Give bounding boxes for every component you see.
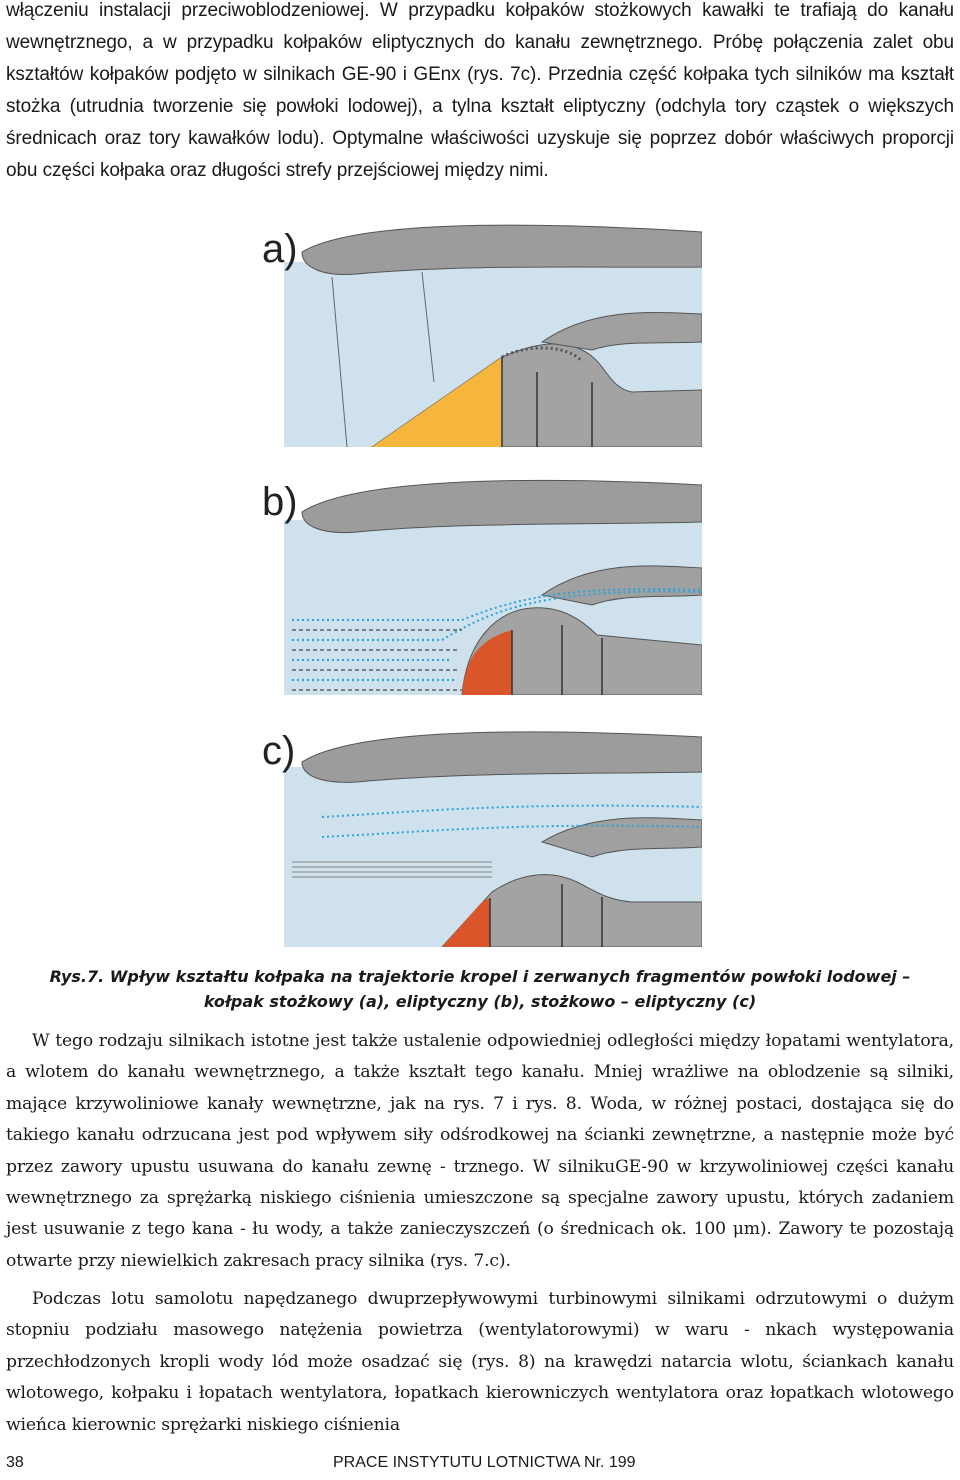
panel-a-label: a) [262, 227, 298, 271]
page-number: 38 [6, 1454, 24, 1471]
body-paragraph-1: W tego rodzaju silnikach istotne jest ta… [6, 1031, 954, 1271]
figure-caption-line-1: Rys.7. Wpływ kształtu kołpaka na trajekt… [49, 967, 911, 986]
body-paragraph-2: Podczas lotu samolotu napędzanego dwuprz… [6, 1289, 954, 1435]
intro-paragraph: włączeniu instalacji przeciwoblodzeniowe… [6, 0, 954, 181]
figure-panel-b: b) [262, 470, 702, 695]
diagram-conical-spinner: a) [262, 222, 702, 447]
journal-footer: PRACE INSTYTUTU LOTNICTWA Nr. 199 [333, 1454, 636, 1471]
diagram-elliptical-spinner: b) [262, 470, 702, 695]
panel-c-label: c) [262, 729, 295, 773]
figure-panel-a: a) [262, 222, 702, 447]
figure-caption-line-2: kołpak stożkowy (a), eliptyczny (b), sto… [203, 992, 757, 1011]
figure-panel-c: c) [262, 722, 702, 947]
diagram-conical-elliptical-spinner: c) [262, 722, 702, 947]
panel-b-label: b) [262, 480, 298, 524]
